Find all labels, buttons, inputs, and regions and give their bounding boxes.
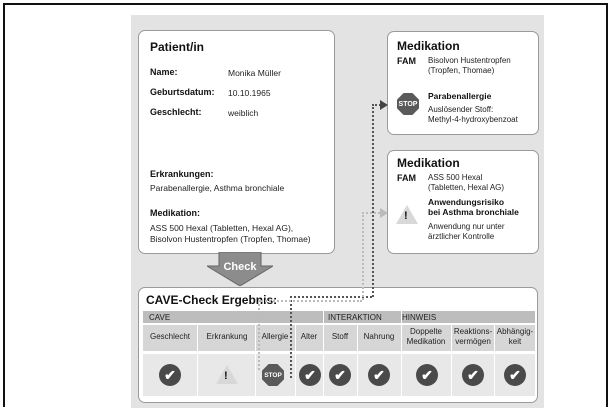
column-header-bar — [143, 325, 535, 351]
col-doppelte-line-1: Doppelte — [409, 327, 443, 336]
med1-alert-title: Parabenallergie — [428, 91, 492, 101]
warning-erkrankung-mark: ! — [224, 370, 228, 382]
column-separator — [295, 325, 296, 396]
column-separator — [451, 325, 452, 396]
col-geschlecht: Geschlecht — [149, 332, 191, 341]
medication-card-1: Medikation FAM Bisolvon Hustentropfen (T… — [387, 31, 539, 135]
group-interaktion: INTERAKTION — [328, 313, 382, 322]
connector-line — [362, 212, 364, 300]
check-label: Check — [223, 261, 257, 273]
sex-value: weiblich — [228, 108, 259, 118]
column-separator — [197, 325, 198, 396]
med2-drug-line-1: ASS 500 Hexal — [428, 173, 483, 182]
warning-triangle-icon — [396, 205, 418, 224]
col-reaktion-line-1: Reaktions- — [453, 327, 493, 336]
med1-drug-line-2: (Tropfen, Thomae) — [428, 66, 495, 75]
med1-title: Medikation — [397, 39, 460, 53]
medication-line-2: Bisolvon Hustentropfen (Tropfen, Thomae) — [150, 234, 311, 244]
connector-line — [258, 300, 362, 302]
med2-title: Medikation — [397, 156, 460, 170]
stop-sign-icon: STOP — [397, 93, 419, 115]
check-doppelte-icon: ✔ — [416, 364, 438, 386]
connector-line — [362, 212, 384, 214]
med2-fam-label: FAM — [397, 173, 416, 183]
arrow-head-light-icon — [380, 208, 388, 218]
outer-frame — [3, 3, 608, 407]
check-abhaengig-icon: ✔ — [504, 364, 526, 386]
col-alter: Alter — [300, 332, 318, 341]
med2-drug-line-2: (Tabletten, Hexal AG) — [428, 183, 505, 192]
group-hinweis: HINWEIS — [402, 313, 437, 322]
connector-line — [290, 296, 292, 378]
med2-alert-title-line-1: Anwendungsrisiko — [428, 197, 505, 207]
med1-drug-line-1: Bisolvon Hustentropfen — [428, 56, 511, 65]
sex-label: Geschlecht: — [150, 107, 202, 117]
col-erkrankung: Erkrankung — [206, 332, 248, 341]
diseases-value: Parabenallergie, Asthma bronchiale — [150, 183, 285, 193]
warning-exclamation-icon: ! — [404, 210, 408, 222]
connector-line — [372, 104, 384, 106]
diseases-label: Erkrankungen: — [150, 169, 214, 179]
check-geschlecht-icon: ✔ — [159, 364, 181, 386]
name-label: Name: — [150, 67, 178, 77]
column-separator — [323, 311, 324, 396]
dob-value: 10.10.1965 — [228, 88, 271, 98]
check-nahrung-icon: ✔ — [368, 364, 390, 386]
col-abhaengig-line-1: Abhängig- — [496, 327, 534, 336]
med1-alert-line-1: Auslösender Stoff: — [428, 105, 494, 114]
column-separator — [357, 325, 358, 396]
medication-label: Medikation: — [150, 208, 201, 218]
check-reaktion-icon: ✔ — [462, 364, 484, 386]
med1-alert-line-2: Methyl-4-hydroxybenzoat — [428, 115, 518, 124]
group-cave: CAVE — [149, 313, 171, 322]
col-reaktion-line-2: vermögen — [455, 337, 491, 346]
stop-allergie-icon: STOP — [262, 364, 284, 386]
med2-alert-title-line-2: bei Asthma bronchiale — [428, 207, 519, 217]
dob-label: Geburtsdatum: — [150, 87, 215, 97]
connector-line — [258, 300, 260, 370]
med2-alert-line-1: Anwendung nur unter — [428, 222, 505, 231]
patient-title: Patient/in — [150, 40, 205, 54]
patient-card: Patient/in Name: Monika Müller Geburtsda… — [138, 30, 335, 254]
col-abhaengig-line-2: keit — [508, 337, 522, 346]
column-separator — [401, 311, 402, 396]
column-separator — [255, 325, 256, 396]
check-alter-icon: ✔ — [299, 364, 321, 386]
name-value: Monika Müller — [228, 68, 281, 78]
medication-card-2: Medikation FAM ASS 500 Hexal (Tabletten,… — [387, 150, 539, 254]
warning-erkrankung-icon — [216, 365, 238, 384]
check-stoff-icon: ✔ — [329, 364, 351, 386]
result-title: CAVE-Check Ergebnis: — [146, 293, 278, 307]
med2-alert-line-2: ärztlicher Kontrolle — [428, 232, 495, 241]
column-separator — [494, 325, 495, 396]
connector-line — [372, 104, 374, 297]
col-nahrung: Nahrung — [363, 332, 395, 341]
med1-fam-label: FAM — [397, 56, 416, 66]
cave-check-result-card: CAVE-Check Ergebnis: CAVE INTERAKTION HI… — [138, 287, 538, 403]
col-allergie: Allergie — [261, 332, 289, 341]
arrow-head-icon — [380, 100, 388, 110]
connector-line — [290, 296, 372, 298]
col-doppelte-line-2: Medikation — [406, 337, 446, 346]
medication-line-1: ASS 500 Hexal (Tabletten, Hexal AG), — [150, 223, 294, 233]
check-arrow-icon: Check — [207, 252, 273, 286]
col-stoff: Stoff — [331, 332, 349, 341]
group-header-bar — [143, 311, 535, 323]
